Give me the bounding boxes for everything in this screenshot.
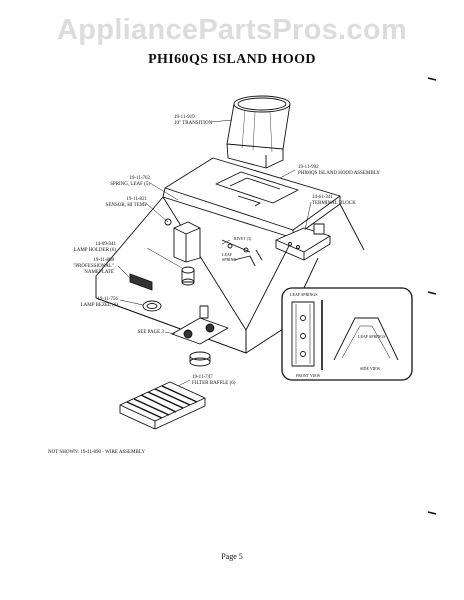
lamp-bezel [142,300,162,312]
transition-duct [226,95,291,169]
label-assembly: 19-11-992 PHI60QS ISLAND HOOD ASSEMBLY [298,165,380,176]
label-leaf-spring: LEAF SPRING [222,252,237,262]
detail-box [281,257,413,381]
page-title: PHI60QS ISLAND HOOD [148,52,316,67]
label-side-view: SIDE VIEW [360,366,381,371]
sensor-bracket [164,218,201,263]
label-transition: 19-11-919 10" TRANSITION [174,115,213,126]
hood-body [95,157,365,354]
label-filter: 19-11-747 FILTER BAFFLE (6) [192,375,236,386]
lamp-holder [181,266,195,286]
watermark: AppliancePartsPros.com [57,14,407,46]
page-number: Page 5 [221,552,243,561]
filter-baffle [119,381,206,430]
lamp-assembly [171,305,229,367]
not-shown-note: NOT SHOWN: 19-11-890 - WIRE ASSEMBLY [48,450,146,455]
terminal-block [275,223,331,261]
label-see-page: SEE PAGE 3 [137,330,165,335]
label-terminal: 14-61-341 TERMINAL BLOCK [312,195,356,206]
label-nameplate: 19-11-888 "PROFESSIONAL" NAMEPLATE [73,258,114,275]
leader-lines [117,119,312,387]
label-detail-leaf-spring: LEAF SPRINGS [358,334,386,339]
label-lamp-bezel: 19-11-756 LAMP BEZEL (6) [80,297,118,308]
leaf-spring-area [221,239,263,267]
label-rivet: RIVET (3) [234,236,252,241]
label-spring-leaf: 19-11-762 SPRING, LEAF (5) [110,176,150,187]
nameplate [129,273,153,291]
label-sensor: 19-11-821 SENSOR, HI TEMP [105,197,147,208]
label-lamp-holder: 14-09-941 LAMP HOLDER (6) [73,242,116,253]
label-front-view: FRONT VIEW [296,373,321,378]
label-detail-leaf-springs: LEAF SPRINGS [290,292,318,297]
